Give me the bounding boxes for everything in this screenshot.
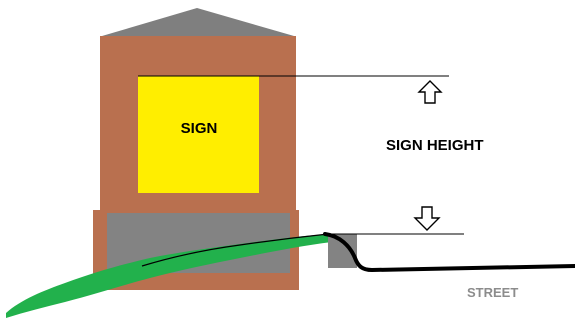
- down-arrow-icon: [413, 206, 441, 231]
- sign-label: SIGN: [181, 120, 218, 137]
- roof: [102, 8, 294, 36]
- up-arrow-icon: [417, 80, 443, 104]
- street-surface-line: [323, 232, 575, 273]
- sign-height-label: SIGN HEIGHT: [386, 137, 484, 154]
- street-label: STREET: [467, 285, 518, 300]
- grass-slope: [6, 234, 332, 318]
- sign-panel: [138, 76, 259, 193]
- grass-edge: [141, 233, 329, 267]
